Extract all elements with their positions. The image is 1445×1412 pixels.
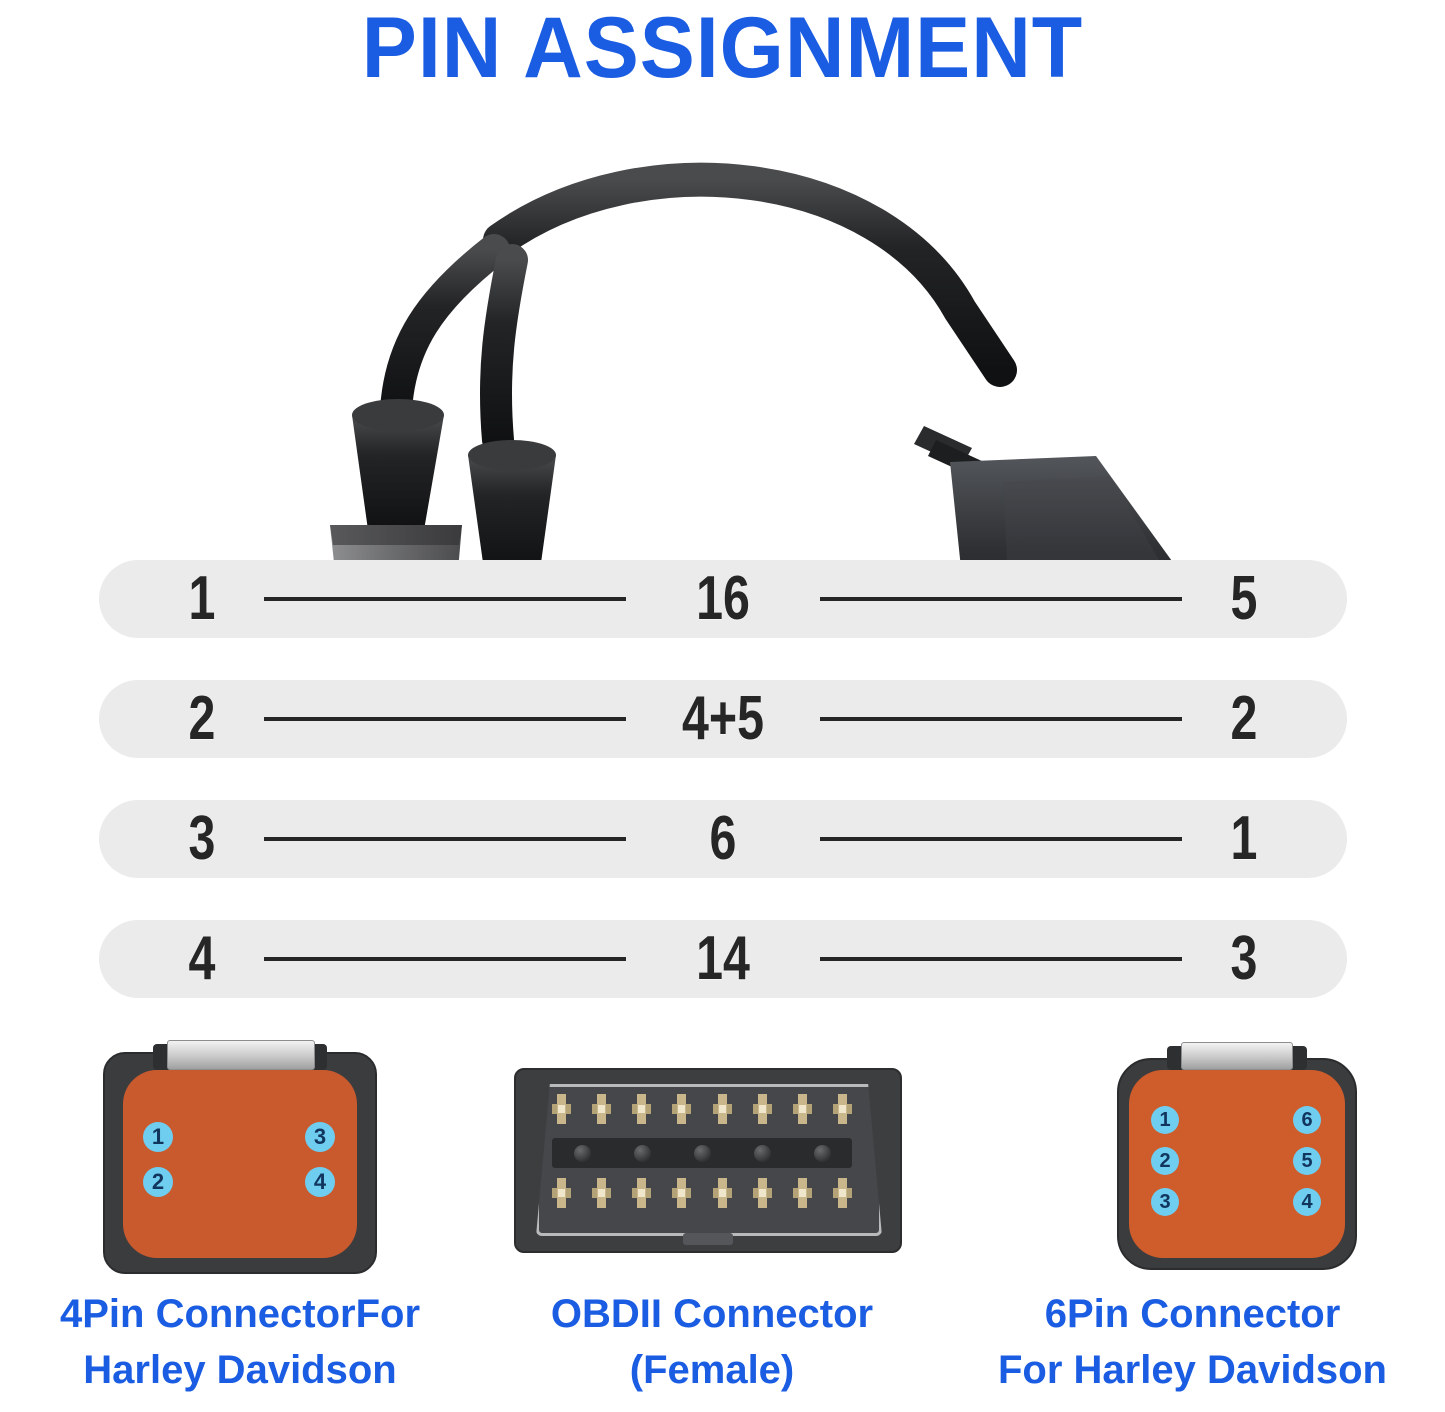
connector-line-left (263, 717, 626, 721)
cable-photo-svg (330, 162, 1190, 753)
pin-badge-4: 4 (1293, 1188, 1321, 1216)
obdii-divider-dot (753, 1144, 771, 1162)
pin-row-right-value: 1 (1230, 804, 1257, 873)
obdii-pin (792, 1094, 812, 1124)
obdii-pin (632, 1178, 652, 1208)
obdii-pin (632, 1094, 652, 1124)
connector-diagram-6pin: 1 2 3 6 5 4 (1095, 1038, 1395, 1288)
obdii-top-pin-row (552, 1094, 852, 1124)
connector-line-right (819, 957, 1182, 961)
pin-row-right-value: 2 (1230, 684, 1257, 753)
obdii-pin (752, 1094, 772, 1124)
connector-line-right (819, 717, 1182, 721)
caption-6pin: 6Pin Connector For Harley Davidson (940, 1286, 1445, 1398)
pin-badge-6: 6 (1293, 1106, 1321, 1134)
caption-4pin-line2: Harley Davidson (83, 1348, 397, 1392)
pin-row-left-value: 4 (188, 924, 215, 993)
latch-clip (1181, 1042, 1293, 1070)
connector-line-left (263, 957, 626, 961)
pin-row-left-value: 1 (188, 564, 215, 633)
connector-seal (123, 1070, 357, 1258)
caption-6pin-line2: For Harley Davidson (997, 1348, 1387, 1392)
pin-row: 3 6 1 (98, 800, 1347, 878)
caption-4pin: 4Pin ConnectorFor Harley Davidson (0, 1286, 480, 1398)
obdii-bottom-pin-row (552, 1178, 852, 1208)
connector-line-right (819, 597, 1182, 601)
connector-diagram-4pin: 1 2 3 4 (95, 1038, 385, 1288)
obdii-pin (552, 1178, 571, 1208)
obdii-pin (592, 1178, 612, 1208)
obdii-pin (832, 1094, 852, 1124)
product-photo (0, 110, 1445, 753)
obdii-divider-dot (813, 1144, 831, 1162)
pin-row: 1 16 5 (98, 560, 1347, 638)
obdii-divider (552, 1138, 852, 1168)
obdii-pin (832, 1178, 852, 1208)
pin-badge-3: 3 (1151, 1188, 1179, 1216)
pin-row-middle-value: 14 (695, 924, 750, 993)
pin-row-middle-value: 6 (709, 804, 736, 873)
connector-line-left (263, 837, 626, 841)
pin-row-left-value: 2 (188, 684, 215, 753)
obdii-divider-dot (633, 1144, 651, 1162)
connector-line-right (819, 837, 1182, 841)
caption-obdii-line2: (Female) (629, 1348, 795, 1392)
caption-obdii: OBDII Connector (Female) (482, 1286, 942, 1398)
obdii-pin (672, 1094, 692, 1124)
obdii-pin (792, 1178, 812, 1208)
caption-6pin-line1: 6Pin Connector (1044, 1292, 1341, 1336)
obdii-divider-dot (693, 1144, 711, 1162)
pin-badge-2: 2 (143, 1167, 173, 1197)
caption-obdii-line1: OBDII Connector (550, 1292, 874, 1336)
pin-assignment-rows: 1 16 5 2 4+5 2 3 6 1 (0, 560, 1445, 998)
pin-row: 4 14 3 (98, 920, 1347, 998)
pin-badge-1: 1 (143, 1122, 173, 1152)
pin-row-middle-value: 4+5 (681, 684, 764, 753)
connector-diagram-obdii (508, 1038, 908, 1288)
pin-badge-1: 1 (1151, 1106, 1179, 1134)
obdii-pin (712, 1094, 732, 1124)
pin-row: 2 4+5 2 (98, 680, 1347, 758)
pin-badge-5: 5 (1293, 1147, 1321, 1175)
caption-4pin-line1: 4Pin ConnectorFor (59, 1292, 421, 1336)
connector-diagrams: 1 2 3 4 (0, 1038, 1445, 1288)
obdii-pin (752, 1178, 772, 1208)
obdii-pin (552, 1094, 571, 1124)
pin-badge-2: 2 (1151, 1147, 1179, 1175)
obdii-pin (712, 1178, 732, 1208)
obdii-latch-tab (683, 1233, 733, 1245)
latch-clip (167, 1040, 315, 1070)
pin-badge-3: 3 (305, 1122, 335, 1152)
pin-row-right-value: 3 (1230, 924, 1257, 993)
pin-row-left-value: 3 (188, 804, 215, 873)
pin-row-right-value: 5 (1230, 564, 1257, 633)
connector-line-left (263, 597, 626, 601)
pin-badge-4: 4 (305, 1167, 335, 1197)
pin-row-middle-value: 16 (695, 564, 750, 633)
obdii-pin (672, 1178, 692, 1208)
obdii-shell (514, 1068, 902, 1253)
page-title: PIN ASSIGNMENT (361, 0, 1084, 96)
obdii-pin (592, 1094, 612, 1124)
obdii-divider-dot (573, 1144, 591, 1162)
